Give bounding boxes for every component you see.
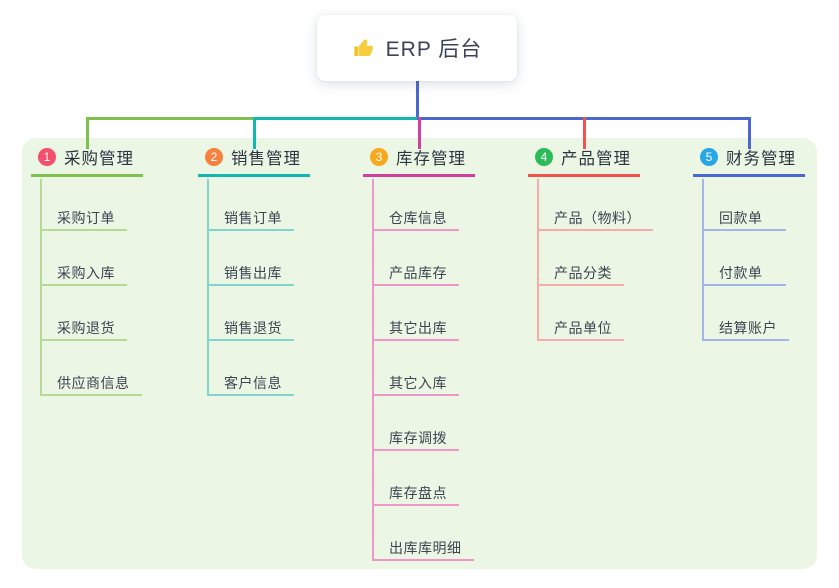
mindmap-panel xyxy=(22,138,817,569)
branch-drop-line xyxy=(418,117,421,149)
child-node[interactable]: 库存盘点 xyxy=(372,480,459,506)
child-node-label: 仓库信息 xyxy=(389,210,447,226)
child-node-label: 客户信息 xyxy=(224,375,282,391)
branch-title-node[interactable]: 1 采购管理 xyxy=(31,140,143,177)
child-node[interactable]: 销售订单 xyxy=(207,205,294,231)
child-node[interactable]: 付款单 xyxy=(702,260,786,286)
branch-number-badge: 1 xyxy=(38,148,56,166)
child-node-label: 销售退货 xyxy=(224,320,282,336)
branch-drop-line xyxy=(583,117,586,149)
branch-title-label: 库存管理 xyxy=(396,150,466,168)
branch-title-label: 产品管理 xyxy=(561,150,631,168)
child-node[interactable]: 供应商信息 xyxy=(40,370,142,396)
child-node-label: 回款单 xyxy=(719,210,763,226)
child-node[interactable]: 其它入库 xyxy=(372,370,459,396)
child-node-label: 产品库存 xyxy=(389,265,447,281)
branch-title-node[interactable]: 3 库存管理 xyxy=(363,140,475,177)
child-node[interactable]: 产品分类 xyxy=(537,260,624,286)
child-node-label: 产品（物料） xyxy=(554,210,641,226)
child-node[interactable]: 采购入库 xyxy=(40,260,127,286)
child-node-label: 采购入库 xyxy=(57,265,115,281)
branch-number-badge: 5 xyxy=(700,148,718,166)
child-node[interactable]: 库存调拨 xyxy=(372,425,459,451)
child-node-label: 付款单 xyxy=(719,265,763,281)
trunk-line-mid xyxy=(253,117,419,120)
root-title: ERP 后台 xyxy=(385,38,483,61)
branch-number-badge: 4 xyxy=(535,148,553,166)
child-node[interactable]: 结算账户 xyxy=(702,315,789,341)
child-node-label: 销售订单 xyxy=(224,210,282,226)
root-connector-line xyxy=(415,80,419,118)
child-node-label: 采购订单 xyxy=(57,210,115,226)
branch-title-label: 财务管理 xyxy=(726,150,796,168)
trunk-line-left xyxy=(86,117,255,120)
branch-title-node[interactable]: 4 产品管理 xyxy=(528,140,640,177)
child-node-label: 其它出库 xyxy=(389,320,447,336)
child-node-label: 库存调拨 xyxy=(389,430,447,446)
branch-children-connector xyxy=(207,179,209,396)
child-node[interactable]: 销售退货 xyxy=(207,315,294,341)
child-node-label: 产品单位 xyxy=(554,320,612,336)
child-node[interactable]: 采购退货 xyxy=(40,315,127,341)
branch-title-node[interactable]: 2 销售管理 xyxy=(198,140,310,177)
child-node[interactable]: 回款单 xyxy=(702,205,786,231)
child-node[interactable]: 仓库信息 xyxy=(372,205,459,231)
branch-title-label: 采购管理 xyxy=(64,150,134,168)
thumbs-up-icon xyxy=(352,36,376,60)
child-node-label: 采购退货 xyxy=(57,320,115,336)
child-node[interactable]: 采购订单 xyxy=(40,205,127,231)
child-node[interactable]: 销售出库 xyxy=(207,260,294,286)
child-node-label: 结算账户 xyxy=(719,320,777,336)
branch-drop-line xyxy=(253,117,256,149)
branch-children-connector xyxy=(702,179,704,341)
child-node-label: 供应商信息 xyxy=(57,375,130,391)
child-node-label: 出库库明细 xyxy=(389,540,462,556)
child-node-label: 其它入库 xyxy=(389,375,447,391)
child-node[interactable]: 客户信息 xyxy=(207,370,294,396)
branch-title-node[interactable]: 5 财务管理 xyxy=(693,140,805,177)
child-node[interactable]: 产品库存 xyxy=(372,260,459,286)
root-node[interactable]: ERP 后台 xyxy=(317,15,517,81)
branch-drop-line xyxy=(748,117,751,149)
branch-children-connector xyxy=(40,179,42,396)
branch-children-connector xyxy=(537,179,539,341)
branch-children-connector xyxy=(372,179,374,561)
child-node[interactable]: 其它出库 xyxy=(372,315,459,341)
child-node[interactable]: 产品单位 xyxy=(537,315,624,341)
child-node[interactable]: 产品（物料） xyxy=(537,205,653,231)
branch-title-label: 销售管理 xyxy=(231,150,301,168)
child-node-label: 销售出库 xyxy=(224,265,282,281)
child-node[interactable]: 出库库明细 xyxy=(372,535,474,561)
child-node-label: 产品分类 xyxy=(554,265,612,281)
branch-number-badge: 2 xyxy=(205,148,223,166)
branch-drop-line xyxy=(86,117,89,149)
child-node-label: 库存盘点 xyxy=(389,485,447,501)
branch-number-badge: 3 xyxy=(370,148,388,166)
